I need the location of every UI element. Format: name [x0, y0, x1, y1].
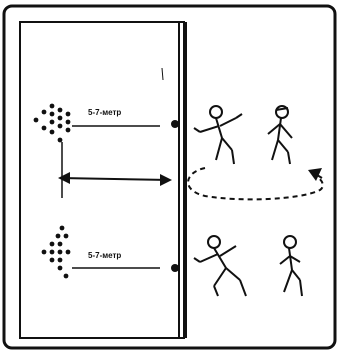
- court-area: [19, 21, 185, 339]
- dot-formation-bottom: [41, 225, 71, 279]
- tick-mark: [161, 67, 164, 81]
- dot-formation-top: [33, 103, 71, 143]
- bottom-line-end-dot: [171, 264, 179, 272]
- stick-figure-player-2: [267, 105, 293, 165]
- dashed-loop-arrow-icon: [187, 167, 324, 201]
- bottom-distance-label: 5-7-метр: [88, 251, 121, 260]
- stick-figure-player-4: [279, 235, 303, 297]
- top-line-end-dot: [171, 120, 179, 128]
- stick-figure-player-3: [193, 235, 247, 297]
- stick-figure-player-1: [193, 105, 243, 165]
- double-arrow-icon: [58, 172, 172, 186]
- top-distance-label: 5-7-метр: [88, 108, 121, 117]
- outer-frame: [2, 4, 337, 350]
